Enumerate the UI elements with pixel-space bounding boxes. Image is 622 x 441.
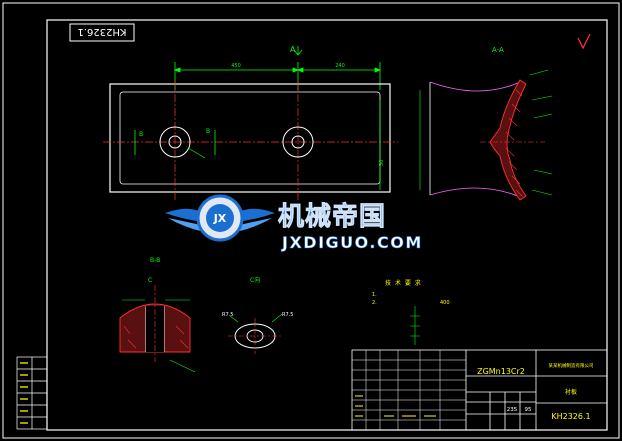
scale-value-1: 235 — [507, 407, 518, 413]
detail-c-label: C向 — [250, 276, 260, 284]
right-hole-inner — [291, 135, 305, 149]
dimension-30: 30 — [379, 160, 385, 166]
plate-inner-outline — [119, 91, 381, 185]
watermark-left-wing-lower — [168, 218, 205, 232]
radius-right-label: R7.5 — [282, 312, 293, 318]
watermark-logo: JX 机械帝国 JXDIGUO.COM — [165, 194, 423, 252]
section-a-arrow — [293, 46, 303, 56]
bb-hatch-lines — [123, 325, 189, 349]
watermark-chinese-text: 机械帝国 — [278, 201, 386, 232]
tech-requirements-title: 技 术 要 求 — [385, 279, 422, 287]
aa-leader-lines — [529, 69, 553, 196]
section-aa-label: A-A — [492, 46, 504, 54]
tech-item-2: 2. — [372, 300, 377, 306]
section-bb-label: B-B — [150, 257, 160, 264]
main-plate-view — [103, 80, 398, 200]
hole-leader-line — [187, 147, 206, 159]
section-b-label-left: B — [139, 131, 143, 138]
title-block-grid — [352, 350, 466, 430]
section-bb-view — [119, 285, 196, 373]
aa-profile-hatched — [489, 79, 527, 201]
aa-bottom-arc — [429, 187, 521, 198]
dimension-240: 240 — [335, 63, 345, 69]
tech-item-3: 400 — [440, 300, 450, 306]
scale-value-2: 95 — [525, 407, 532, 413]
watermark-badge: JX — [213, 212, 227, 225]
revision-table — [16, 356, 48, 430]
surface-finish-mark — [577, 33, 591, 50]
aa-hatch-lines — [505, 89, 523, 197]
bb-dimension-lines — [122, 299, 196, 373]
drawing-number-top-text: KH2326.1 — [77, 26, 126, 37]
watermark-english-text: JXDIGUO.COM — [281, 233, 423, 252]
part-name-text: 衬板 — [565, 388, 577, 396]
tech-requirements-marks — [410, 306, 420, 345]
tech-item-1: 1. — [372, 292, 377, 298]
aa-top-arc — [429, 81, 521, 92]
drawing-number-bottom-text: KH2326.1 — [551, 412, 590, 421]
radius-left-label: R7.5 — [222, 312, 233, 318]
top-dimensions — [173, 62, 382, 90]
section-b-label-right: B — [206, 128, 210, 135]
inner-frame — [46, 19, 608, 431]
company-text: 某某机械制造有限公司 — [549, 362, 594, 369]
plate-outer-outline — [109, 83, 391, 193]
material-text: ZGMn13Cr2 — [477, 367, 525, 376]
detail-c-view — [228, 313, 283, 354]
section-a-label: A — [290, 45, 296, 54]
section-aa-view — [419, 69, 553, 201]
dimension-450: 450 — [231, 63, 241, 69]
left-hole-outer — [159, 126, 191, 158]
watermark-left-wing — [165, 208, 205, 222]
left-hole-inner — [168, 135, 182, 149]
detail-c-marker: C — [148, 277, 152, 284]
right-hole-outer — [282, 126, 314, 158]
watermark-right-wing — [235, 208, 275, 222]
drawing-number-box-top: KH2326.1 — [69, 23, 135, 42]
detail-c-radius-leaders — [229, 313, 283, 323]
watermark-gear-center — [206, 204, 234, 232]
watermark-right-wing-lower — [235, 218, 272, 232]
